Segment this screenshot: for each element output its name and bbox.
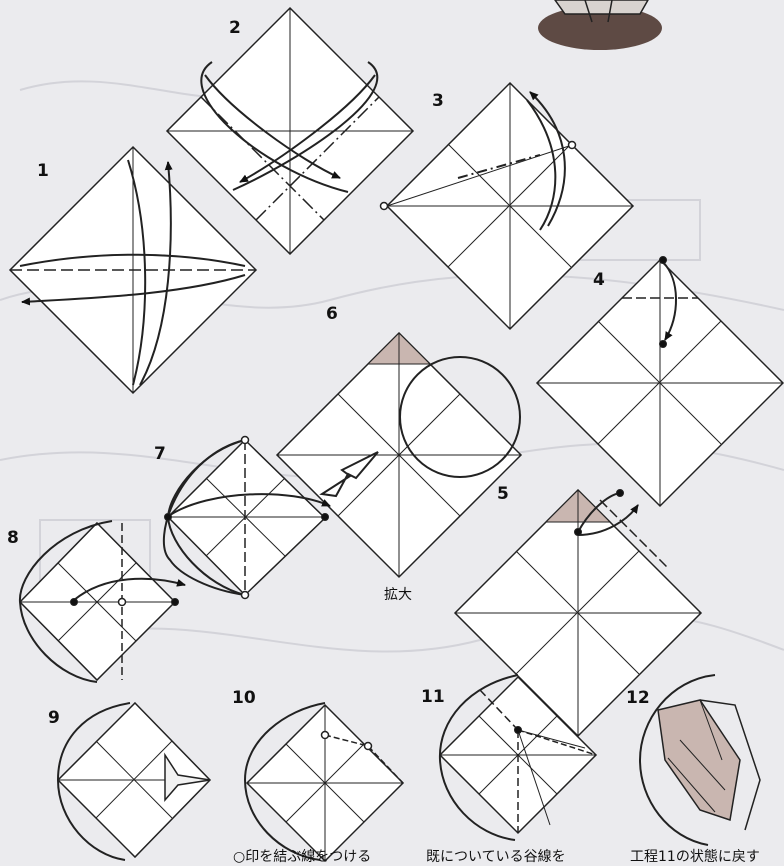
step-number-4: 4 [593,270,605,290]
enlarge-caption: 拡大 [384,584,412,604]
step-number-12: 12 [626,688,650,708]
finished-model-photo [538,0,662,50]
step-12-caption: 工程11の状態に戻す [630,846,784,866]
step-11-caption: 既についている谷線を [426,846,566,866]
step-8-diagram [20,521,185,682]
step-10-caption: ○印を結ぶ線をつける [233,846,371,866]
step-12-diagram [640,675,760,845]
step-9-diagram [58,703,210,860]
step-4-diagram [537,257,783,507]
step-number-5: 5 [497,484,509,504]
step-number-7: 7 [154,444,166,464]
step-10-diagram [245,703,403,861]
step-number-8: 8 [7,528,19,548]
step-number-1: 1 [37,161,49,181]
step-number-2: 2 [229,18,241,38]
step-number-6: 6 [326,304,338,324]
step-number-10: 10 [232,688,256,708]
step-3-diagram [381,83,634,329]
step-number-3: 3 [432,91,444,111]
step-6-diagram [277,333,521,577]
step-number-9: 9 [48,708,60,728]
step-number-11: 11 [421,687,445,707]
